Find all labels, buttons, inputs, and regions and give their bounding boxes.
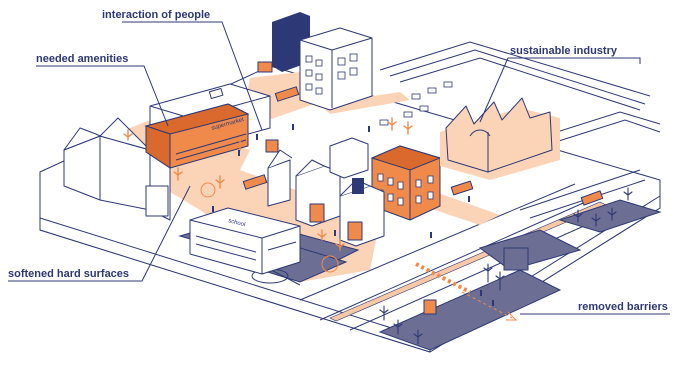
townhouses (267, 137, 385, 247)
amenities-leader (36, 65, 169, 127)
school-building: school (189, 207, 301, 275)
callout-labels: interaction of people needed amenities s… (8, 9, 668, 313)
supermarket-building: supermarket (144, 83, 271, 169)
interaction-leader (122, 21, 263, 131)
label-needed-amenities: needed amenities (36, 53, 128, 65)
navy-trees (379, 187, 633, 345)
factory (440, 97, 560, 196)
industry-leader (479, 57, 641, 123)
office-windows (305, 53, 358, 95)
callout-lines (8, 21, 670, 315)
label-interaction-of-people: interaction of people (102, 9, 210, 21)
pedestrian-crossing (415, 262, 471, 294)
office-block (257, 12, 373, 111)
kiosks-and-buses (242, 139, 604, 315)
orange-trees (123, 117, 413, 273)
people (212, 124, 494, 306)
removed-barrier-arrow (461, 291, 518, 321)
school-sign: school (227, 218, 245, 228)
orange-tower (370, 145, 442, 221)
label-softened-hard-surfaces: softened hard surfaces (8, 268, 129, 280)
label-sustainable-industry: sustainable industry (510, 45, 618, 57)
softened-leader (8, 185, 191, 282)
label-removed-barriers: removed barriers (578, 301, 668, 313)
